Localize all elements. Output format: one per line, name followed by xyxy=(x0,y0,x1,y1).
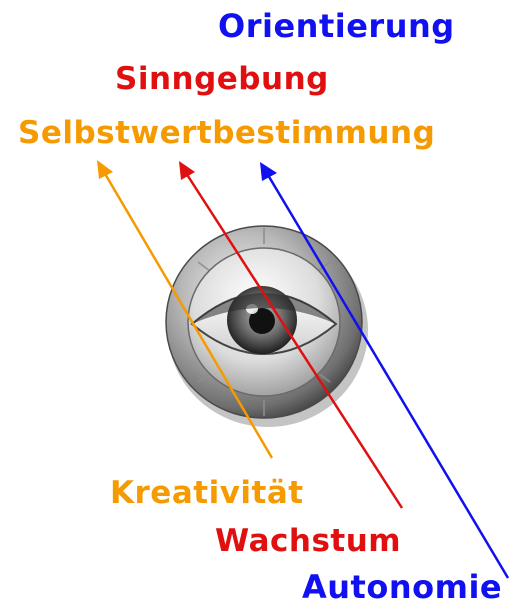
label-sinngebung: Sinngebung xyxy=(115,61,329,97)
label-kreativitaet: Kreativität xyxy=(110,475,304,511)
arrowhead-blue xyxy=(260,162,277,181)
arrowhead-orange xyxy=(97,160,113,179)
arrow-wachstum-to-sinngebung xyxy=(184,172,404,509)
label-wachstum: Wachstum xyxy=(215,523,402,559)
label-autonomie: Autonomie xyxy=(302,568,503,606)
arrow-autonomie-to-orientierung xyxy=(266,174,510,579)
arrow-kreativitaet-to-selbstwertbestimmung xyxy=(102,171,274,459)
label-orientierung: Orientierung xyxy=(218,7,455,45)
arrowhead-red xyxy=(179,161,195,180)
label-selbstwertbestimmung: Selbstwertbestimmung xyxy=(18,115,436,151)
